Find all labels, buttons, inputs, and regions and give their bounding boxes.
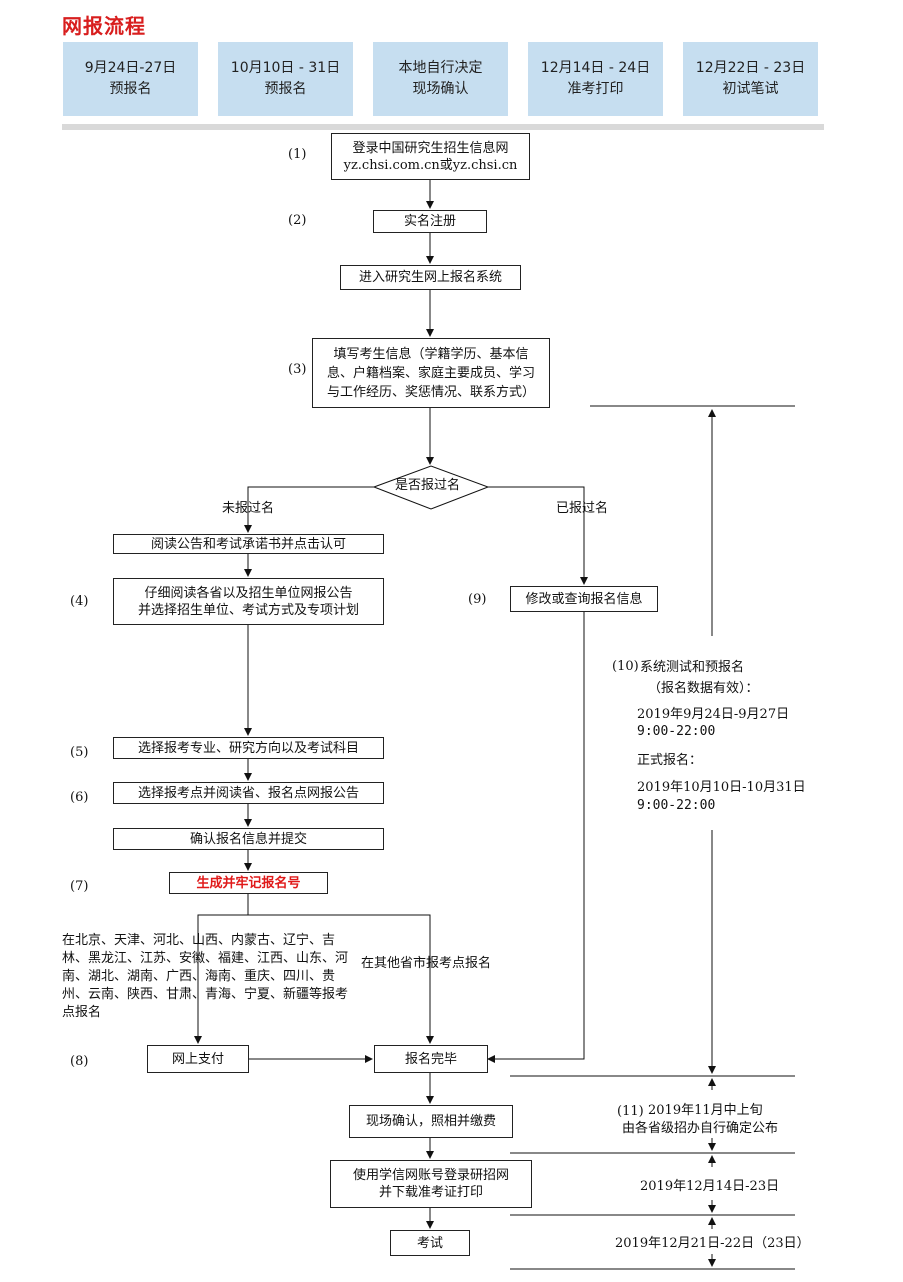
formal-time: 9:00-22:00	[637, 798, 716, 813]
confirm-note: 由各省级招办自行确定公布	[622, 1121, 779, 1136]
header-divider	[62, 124, 824, 130]
print-ticket-line: 使用学信网账号登录研招网	[352, 1168, 509, 1183]
regions-text: 在北京、天津、河北、山西、内蒙古、辽宁、吉林、黑龙江、江苏、安徽、福建、江西、山…	[62, 933, 349, 1020]
select-unit-node: 仔细阅读各省以及招生单位网报公告 并选择招生单位、考试方式及专项计划	[113, 578, 384, 625]
exam-node: 考试	[390, 1230, 470, 1256]
pre-date: 2019年9月24日-9月27日	[637, 707, 790, 722]
phase-name: 初试笔试	[722, 81, 779, 97]
step-number-3: (3)	[288, 362, 307, 377]
phase-name: 现场确认	[412, 81, 469, 97]
fill-info-line: 息、户籍档案、家庭主要成员、学习	[326, 365, 535, 381]
print-date: 2019年12月14日-23日	[640, 1179, 780, 1194]
pre-time: 9:00-22:00	[637, 724, 716, 739]
pre-note: （报名数据有效）：	[648, 681, 759, 696]
login-url: yz.chsi.com.cn或yz.chsi.cn	[343, 157, 518, 173]
onsite-confirm-node: 现场确认，照相并缴费	[349, 1105, 513, 1138]
phase-date: 12月22日 - 23日	[695, 60, 806, 76]
phase-name: 预报名	[109, 81, 152, 97]
phase-card-1: 9月24日-27日 预报名	[63, 42, 198, 116]
step-number-10: (10)	[612, 659, 639, 674]
enter-system-text: 进入研究生网上报名系统	[358, 270, 502, 285]
step-number-5: (5)	[70, 745, 89, 760]
step-number-11: (11)	[617, 1104, 644, 1119]
confirm-submit-node: 确认报名信息并提交	[113, 828, 384, 850]
step-number-6: (6)	[70, 790, 89, 805]
register-node: 实名注册	[373, 210, 487, 233]
modify-text: 修改或查询报名信息	[525, 591, 643, 607]
phase-name: 准考打印	[567, 81, 624, 97]
fill-info-line: 与工作经历、奖惩情况、联系方式）	[326, 384, 535, 400]
phase-date: 10月10日 - 31日	[230, 60, 341, 76]
select-unit-line: 仔细阅读各省以及招生单位网报公告	[144, 585, 353, 601]
phase-card-2: 10月10日 - 31日 预报名	[218, 42, 353, 116]
login-node: 登录中国研究生招生信息网 yz.chsi.com.cn或yz.chsi.cn	[331, 133, 530, 180]
select-unit-line: 并选择招生单位、考试方式及专项计划	[137, 602, 359, 618]
print-ticket-line: 并下载准考证打印	[378, 1185, 483, 1200]
page-title: 网报流程	[62, 14, 146, 38]
decision-diamond	[372, 465, 490, 510]
complete-text: 报名完毕	[404, 1051, 457, 1067]
fill-info-node: 填写考生信息（学籍学历、基本信 息、户籍档案、家庭主要成员、学习 与工作经历、奖…	[312, 338, 550, 408]
select-major-node: 选择报考专业、研究方向以及考试科目	[113, 737, 384, 759]
step-number-8: (8)	[70, 1054, 89, 1069]
read-notice-node: 阅读公告和考试承诺书并点击认可	[113, 534, 384, 554]
step-number-9: (9)	[468, 592, 487, 607]
other-provinces-label: 在其他省市报考点报名	[361, 956, 492, 971]
branch-yes-label: 已报过名	[556, 501, 609, 516]
phase-card-3: 本地自行决定 现场确认	[373, 42, 508, 116]
pay-online-text: 网上支付	[171, 1051, 224, 1067]
phase-date: 本地自行决定	[398, 60, 483, 76]
select-major-text: 选择报考专业、研究方向以及考试科目	[137, 740, 359, 756]
step-number-7: (7)	[70, 879, 89, 894]
decision-label: 是否报过名	[395, 478, 461, 493]
branch-no-label: 未报过名	[222, 501, 275, 516]
enter-system-node: 进入研究生网上报名系统	[340, 265, 521, 290]
step-number-4: (4)	[70, 594, 89, 609]
gen-number-node: 生成并牢记报名号	[169, 872, 328, 894]
pay-online-node: 网上支付	[147, 1045, 249, 1073]
select-site-node: 选择报考点并阅读省、报名点网报公告	[113, 782, 384, 804]
phase-date: 9月24日-27日	[84, 60, 177, 76]
gen-number-text: 生成并牢记报名号	[196, 875, 301, 891]
exam-date: 2019年12月21日-22日（23日）	[615, 1236, 810, 1251]
login-line: 登录中国研究生招生信息网	[352, 140, 509, 156]
phase-card-5: 12月22日 - 23日 初试笔试	[683, 42, 818, 116]
step-number-1: (1)	[288, 147, 307, 162]
onsite-confirm-text: 现场确认，照相并缴费	[365, 1114, 496, 1129]
fill-info-line: 填写考生信息（学籍学历、基本信	[333, 346, 529, 362]
read-notice-text: 阅读公告和考试承诺书并点击认可	[150, 536, 346, 552]
complete-node: 报名完毕	[374, 1045, 488, 1073]
phase-name: 预报名	[264, 81, 307, 97]
formal-title: 正式报名：	[637, 753, 703, 768]
print-ticket-node: 使用学信网账号登录研招网 并下载准考证打印	[330, 1160, 532, 1208]
pre-title: 系统测试和预报名	[640, 660, 745, 675]
confirm-date: 2019年11月中上旬	[648, 1103, 763, 1118]
modify-node: 修改或查询报名信息	[510, 586, 658, 612]
phase-card-4: 12月14日 - 24日 准考打印	[528, 42, 663, 116]
register-text: 实名注册	[403, 214, 456, 229]
phase-date: 12月14日 - 24日	[540, 60, 651, 76]
formal-date: 2019年10月10日-10月31日	[637, 780, 806, 795]
exam-text: 考试	[416, 1235, 443, 1251]
step-number-2: (2)	[288, 213, 307, 228]
confirm-submit-text: 确认报名信息并提交	[189, 831, 307, 847]
select-site-text: 选择报考点并阅读省、报名点网报公告	[137, 785, 359, 801]
